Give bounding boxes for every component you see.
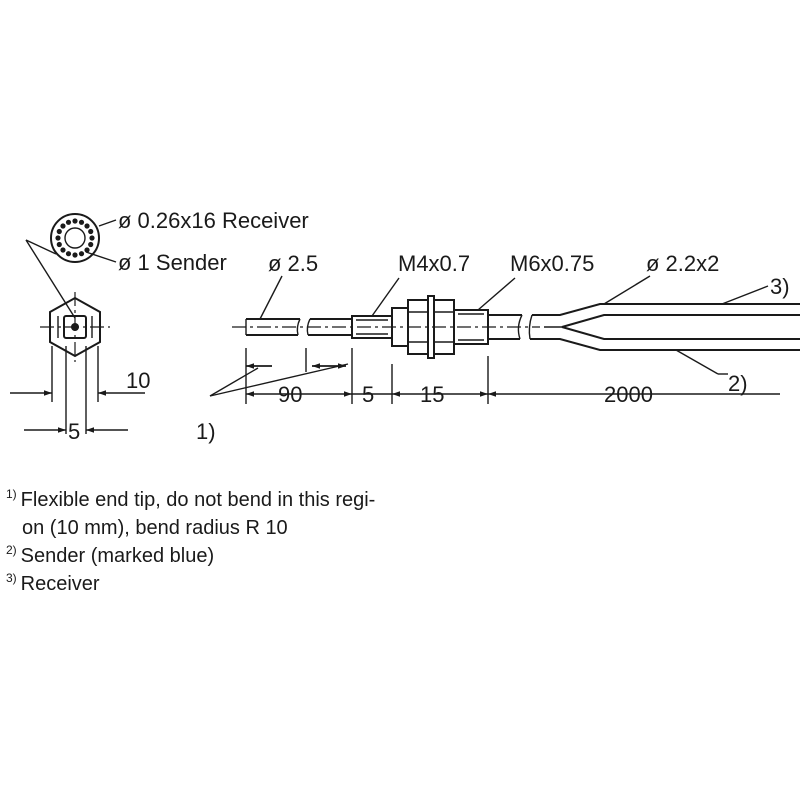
receiver-fiber-dot <box>84 223 90 229</box>
receiver-fiber-dot <box>84 247 90 253</box>
footnote-2-line: Sender (marked blue) <box>20 545 215 567</box>
receiver-fiber-dot <box>55 235 61 241</box>
footnote-1-line-2: on (10 mm), bend radius R 10 <box>22 517 288 539</box>
footnote-1-line-1: Flexible end tip, do not bend in this re… <box>20 489 376 511</box>
footnote-3: 3)Receiver <box>6 564 100 598</box>
flexible-tip <box>245 318 352 336</box>
fiber-bundle-detail <box>50 213 100 263</box>
lock-nuts <box>391 295 455 359</box>
receiver-fiber-dot <box>88 241 94 248</box>
detail-leader <box>25 239 57 255</box>
tip-diameter-label: ø 2.5 <box>268 251 318 276</box>
m6-thread <box>453 309 489 345</box>
receiver-core-label: ø 0.26x16 Receiver <box>118 208 309 233</box>
receiver-fiber-dot <box>65 251 72 257</box>
receiver-fiber-dot <box>56 241 62 248</box>
dim-sleeve-length: 5 <box>362 382 374 407</box>
sender-core-label: ø 1 Sender <box>118 250 227 275</box>
split-cable <box>528 303 800 351</box>
dim-tip-length: 90 <box>278 382 302 407</box>
receiver-fiber-dot <box>78 251 85 257</box>
footnote-2-mark: 2) <box>6 543 17 557</box>
dim-thread-length: 15 <box>420 382 444 407</box>
receiver-fiber-dot <box>65 219 72 225</box>
receiver-fiber-dot <box>89 235 95 241</box>
cable-diameter-label: ø 2.2x2 <box>646 251 719 276</box>
footnote-1-mark: 1) <box>6 487 17 501</box>
receiver-fiber-dot <box>88 228 94 235</box>
footnote-2: 2)Sender (marked blue) <box>6 536 214 570</box>
callout-3-label: 3) <box>770 274 790 299</box>
receiver-fiber-dot <box>72 218 78 224</box>
callout-1-label: 1) <box>196 419 216 444</box>
footnote-1: 1)Flexible end tip, do not bend in this … <box>6 480 375 542</box>
receiver-fiber-dot <box>60 223 66 229</box>
receiver-fiber-dot <box>60 247 66 253</box>
receiver-fiber-dot <box>56 228 62 235</box>
callout-2-label: 2) <box>728 371 748 396</box>
dim-hex-width: 5 <box>68 419 80 444</box>
m6-thread-label: M6x0.75 <box>510 251 594 276</box>
dim-cable-length: 2000 <box>604 382 653 407</box>
dim-hex-across-flats: 10 <box>126 368 150 393</box>
m4-thread-label: M4x0.7 <box>398 251 470 276</box>
side-view <box>209 275 800 404</box>
footnote-3-line: Receiver <box>20 573 100 595</box>
footnote-3-mark: 3) <box>6 571 17 585</box>
end-view <box>10 213 145 434</box>
receiver-fiber-dot <box>72 252 78 258</box>
receiver-fiber-dot <box>78 219 85 225</box>
